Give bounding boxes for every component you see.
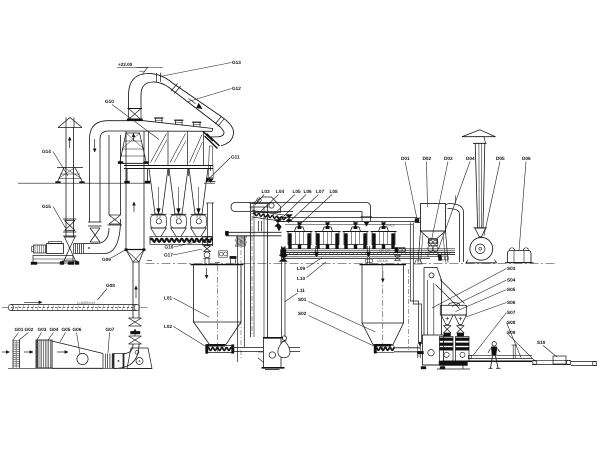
svg-text:LZ0-4Z0: LZ0-4Z0 — [379, 249, 390, 253]
svg-text:G05: G05 — [61, 327, 70, 332]
svg-text:S02: S02 — [298, 311, 307, 316]
svg-text:D03: D03 — [444, 156, 453, 161]
svg-text:G13: G13 — [232, 60, 241, 65]
svg-text:G08: G08 — [106, 283, 115, 288]
svg-text:L01: L01 — [164, 296, 172, 301]
svg-text:L06: L06 — [303, 189, 311, 194]
svg-text:L09: L09 — [297, 266, 305, 271]
svg-text:G11: G11 — [231, 155, 240, 160]
svg-text:D05: D05 — [496, 156, 505, 161]
svg-text:G03: G03 — [37, 327, 46, 332]
svg-text:D01: D01 — [401, 156, 410, 161]
svg-text:L10: L10 — [297, 276, 305, 281]
svg-text:S10: S10 — [537, 340, 546, 345]
svg-text:L03: L03 — [261, 189, 269, 194]
svg-text:G06: G06 — [72, 327, 81, 332]
svg-text:LZ0-4Z0: LZ0-4Z0 — [384, 223, 395, 227]
svg-text:L04: L04 — [276, 189, 284, 194]
svg-text:S07: S07 — [507, 310, 516, 315]
svg-text:S05: S05 — [507, 287, 516, 292]
svg-text:L08: L08 — [329, 189, 337, 194]
svg-text:G16: G16 — [164, 245, 173, 250]
svg-text:G02: G02 — [24, 327, 33, 332]
svg-text:D04: D04 — [466, 156, 475, 161]
svg-text:G04: G04 — [49, 327, 58, 332]
svg-text:G17: G17 — [164, 253, 173, 258]
svg-text:L=11000 t=19: L=11000 t=19 — [77, 301, 96, 305]
svg-text:G01: G01 — [14, 327, 23, 332]
svg-text:G09: G09 — [102, 257, 111, 262]
svg-text:+22.00: +22.00 — [118, 62, 133, 67]
svg-text:L11: L11 — [297, 288, 305, 293]
svg-text:G14: G14 — [42, 149, 51, 154]
svg-text:G07: G07 — [105, 327, 114, 332]
svg-text:D02: D02 — [422, 156, 431, 161]
svg-text:L05: L05 — [292, 189, 300, 194]
svg-text:S01: S01 — [298, 297, 307, 302]
svg-text:S03: S03 — [507, 266, 516, 271]
svg-text:LZ0-4Z0: LZ0-4Z0 — [377, 259, 388, 263]
svg-text:S08: S08 — [507, 320, 516, 325]
svg-text:S09: S09 — [507, 330, 516, 335]
svg-text:S06: S06 — [507, 300, 516, 305]
svg-text:G10: G10 — [105, 99, 114, 104]
svg-text:L07: L07 — [316, 189, 324, 194]
svg-text:S04: S04 — [507, 278, 516, 283]
svg-text:G15: G15 — [42, 204, 51, 209]
svg-text:G12: G12 — [232, 86, 241, 91]
svg-text:L02: L02 — [164, 324, 172, 329]
svg-text:D06: D06 — [522, 156, 531, 161]
